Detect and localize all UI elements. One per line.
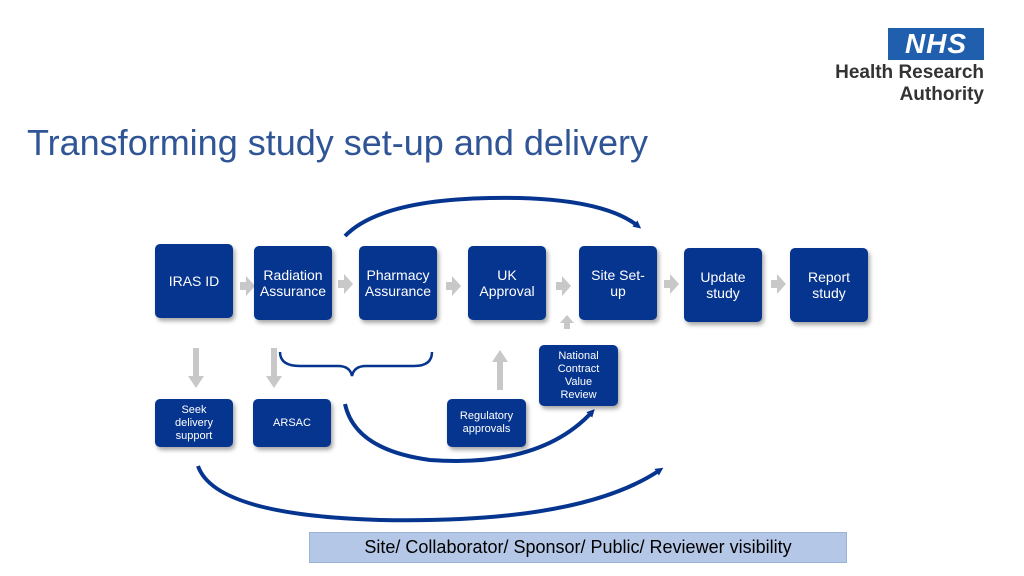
step-update-study: Update study: [684, 248, 762, 322]
step-arsac: ARSAC: [253, 399, 331, 447]
org-name-line2: Authority: [899, 84, 984, 105]
arrow-right-icon: [240, 276, 255, 296]
step-iras-id: IRAS ID: [155, 244, 233, 318]
arrow-up-icon: [560, 315, 574, 329]
grey-vertical-arrows: [188, 315, 574, 390]
step-report-study: Report study: [790, 248, 868, 322]
arrow-down-icon: [188, 348, 204, 388]
arrow-right-icon: [338, 274, 353, 294]
arrow-right-icon: [664, 274, 679, 294]
nhs-logo: NHS: [888, 28, 984, 60]
brace: [278, 351, 434, 377]
org-name: Health Research Authority: [835, 62, 984, 106]
curve-arrow-middle: [343, 403, 595, 463]
arrow-down-icon: [266, 348, 282, 388]
step-uk-approval: UK Approval: [468, 246, 546, 320]
step-national-contract-value-review: National Contract Value Review: [539, 345, 618, 406]
arrow-right-icon: [556, 276, 571, 296]
step-seek-delivery-support: Seek delivery support: [155, 399, 233, 447]
curve-arrow-bottom: [196, 465, 664, 523]
step-regulatory-approvals: Regulatory approvals: [447, 399, 526, 447]
step-radiation-assurance: Radiation Assurance: [254, 246, 332, 320]
hra-logo: NHS Health Research Authority: [779, 28, 984, 108]
step-site-setup: Site Set- up: [579, 246, 657, 320]
visibility-banner: Site/ Collaborator/ Sponsor/ Public/ Rev…: [309, 532, 847, 563]
arrow-up-icon: [492, 350, 508, 390]
org-name-line1: Health Research: [835, 62, 984, 83]
step-pharmacy-assurance: Pharmacy Assurance: [359, 246, 437, 320]
page-title: Transforming study set-up and delivery: [27, 122, 648, 163]
arrow-right-icon: [446, 276, 461, 296]
curve-arrow-top: [343, 195, 642, 238]
arrow-right-icon: [771, 274, 786, 294]
grey-step-arrows: [240, 274, 786, 296]
